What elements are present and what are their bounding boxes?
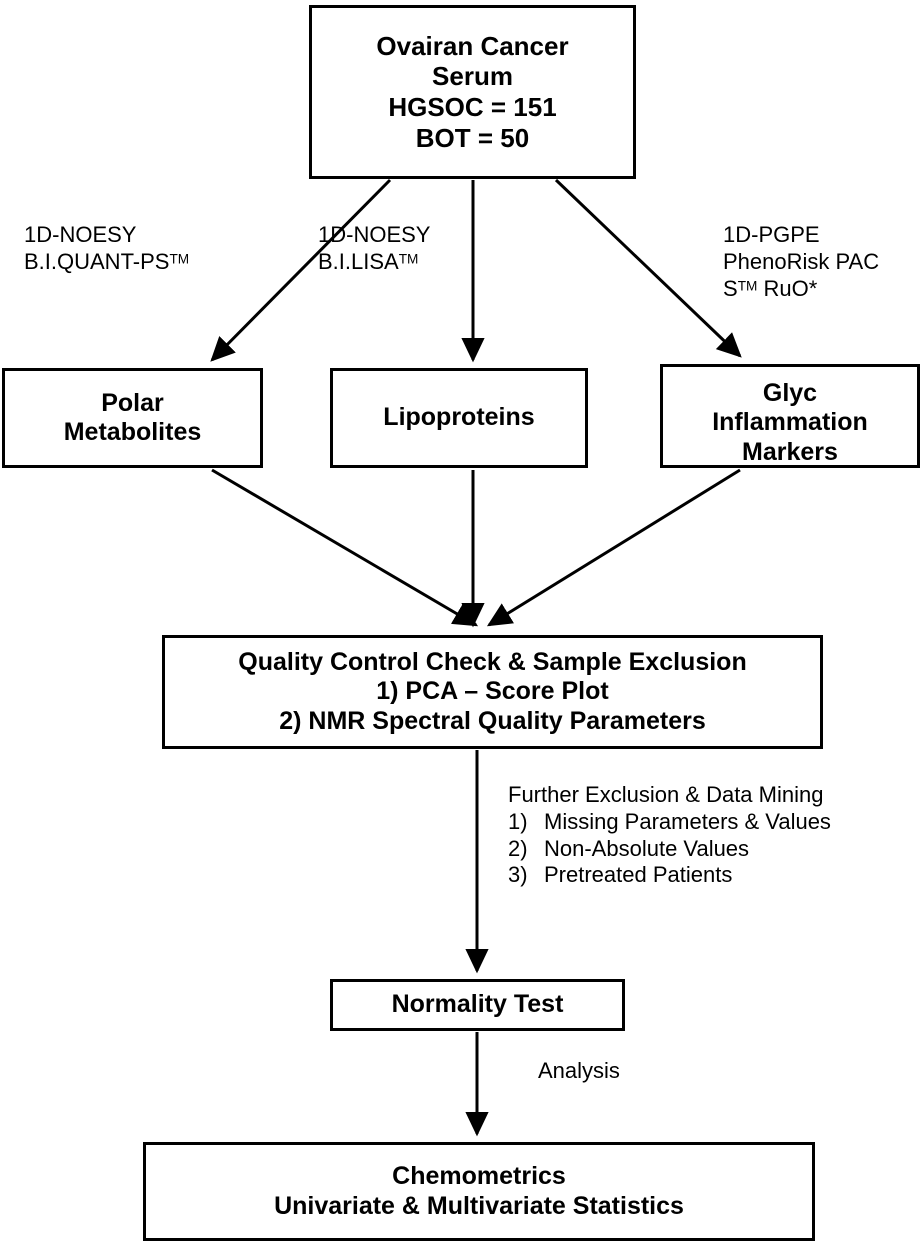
node-line: BOT = 50 [415,122,530,153]
edge-label-text: B.I.LISA [318,248,399,274]
item-text: Pretreated Patients [544,862,733,888]
trademark-symbol: TM [398,251,419,267]
node-text-stack: Glyc Inflammation Markers [712,379,868,468]
edge-label-analysis: Analysis [538,1058,620,1083]
node-line: Lipoproteins [383,403,535,432]
edge-label-data-mining: Further Exclusion & Data Mining 1) Missin… [508,782,831,889]
item-number: 3) [508,862,528,888]
node-line: 1) PCA – Score Plot [376,677,609,706]
node-line: Polar [101,388,164,417]
node-line: Metabolites [63,418,202,446]
data-mining-item: 3) Pretreated Patients [508,862,831,889]
node-line: Normality Test [391,990,564,1019]
node-line: Chemometrics [392,1162,566,1190]
item-text: Non-Absolute Values [544,835,750,861]
edge-label-line: B.I.QUANT-PSTM [24,249,189,276]
node-line: Markers [742,437,838,466]
edge-label-text: S [723,275,738,301]
node-line: Serum [432,61,513,92]
edge-label-left-branch: 1D-NOESY B.I.QUANT-PSTM [24,222,189,276]
edge-label-middle-branch: 1D-NOESY B.I.LISATM [318,222,430,276]
item-number: 1) [508,808,528,834]
node-line: HGSOC = 151 [388,92,557,122]
edge-label-line: B.I.LISATM [318,249,430,276]
node-glyc-inflammation-markers: Glyc Inflammation Markers [660,364,920,468]
edge-source-to-glyc [554,178,742,358]
node-line: Glyc [762,378,818,407]
data-mining-item: 1) Missing Parameters & Values [508,809,831,836]
edge-polar-to-qc [211,468,479,627]
data-mining-item: 2) Non-Absolute Values [508,836,831,863]
node-line: Univariate & Multivariate Statistics [274,1191,684,1220]
node-line: Ovairan Cancer [376,30,569,61]
edge-label-text: RuO* [757,275,818,301]
item-number: 2) [508,835,528,861]
node-line: Inflammation [712,408,868,437]
node-quality-control-check: Quality Control Check & Sample Exclusion… [162,635,823,749]
node-lipoproteins: Lipoproteins [330,368,588,468]
data-mining-heading: Further Exclusion & Data Mining [508,782,824,807]
item-text: Missing Parameters & Values [544,808,831,834]
node-polar-metabolites: Polar Metabolites [2,368,263,468]
edge-label-right-branch: 1D-PGPE PhenoRisk PAC STM RuO* [723,222,879,302]
trademark-symbol: TM [169,251,190,267]
edge-label-line: 1D-PGPE [723,222,820,247]
node-normality-test: Normality Test [330,979,625,1031]
node-line: 2) NMR Spectral Quality Parameters [279,706,706,735]
node-chemometrics: Chemometrics Univariate & Multivariate S… [143,1142,815,1241]
edge-glyc-to-qc [486,468,741,627]
node-ovarian-cancer-serum: Ovairan Cancer Serum HGSOC = 151 BOT = 5… [309,5,636,179]
edge-label-line: 1D-NOESY [318,222,431,247]
node-line: Quality Control Check & Sample Exclusion [238,647,747,676]
edge-label-line: STM RuO* [723,276,879,303]
edge-label-line: PhenoRisk PAC [723,248,880,274]
edge-label-line: 1D-NOESY [24,222,137,247]
trademark-symbol: TM [737,277,758,293]
edge-label-text: B.I.QUANT-PS [24,248,170,274]
